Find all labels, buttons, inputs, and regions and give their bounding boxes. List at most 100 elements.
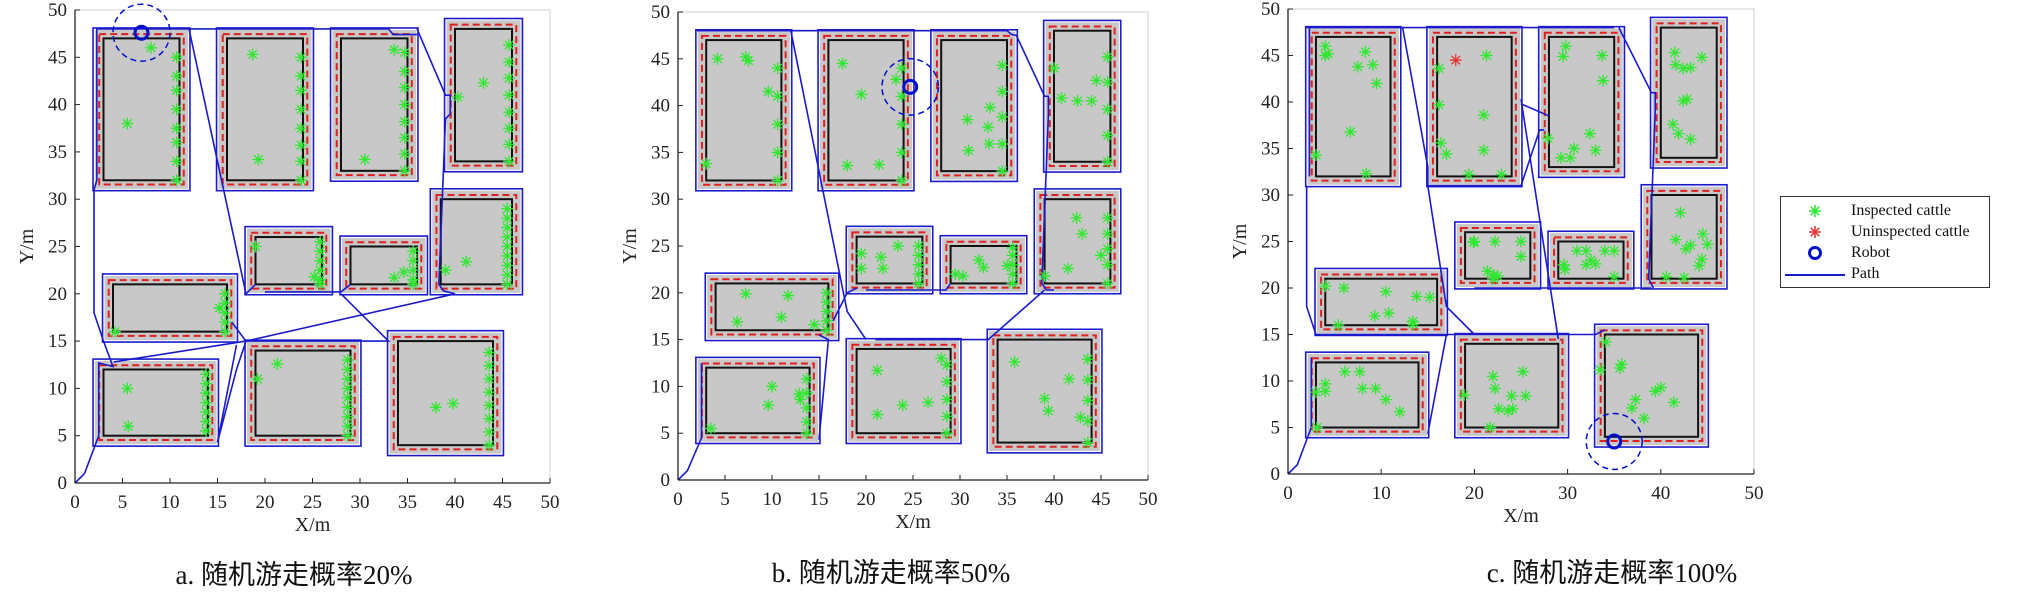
path-segment (832, 287, 857, 322)
inspected-cattle-marker (1042, 404, 1055, 417)
inspected-cattle-marker (1666, 118, 1679, 131)
pen-boundary-dashed (107, 279, 233, 337)
inspected-cattle-marker (1519, 389, 1532, 402)
pen-boundary-dashed (1431, 31, 1517, 182)
x-tick-label: 45 (1092, 489, 1111, 510)
inspected-cattle-marker (1048, 62, 1060, 75)
inspected-cattle-marker (1680, 93, 1693, 106)
inspected-cattle-marker (1309, 386, 1322, 399)
inspected-cattle-marker (949, 268, 962, 281)
inspected-cattle-marker (483, 412, 496, 425)
pen-area (1307, 354, 1427, 436)
inspected-cattle-marker (1359, 45, 1372, 58)
inspected-cattle-marker (341, 372, 354, 385)
x-tick-label: 30 (1558, 483, 1577, 504)
inspected-cattle-marker (170, 103, 183, 116)
inspected-cattle-marker (873, 158, 886, 171)
legend-item-path: Path (1781, 264, 1989, 284)
inspected-cattle-marker (503, 56, 516, 69)
pen-boundary-dashed (851, 231, 928, 289)
inspected-cattle-marker (940, 427, 953, 440)
inspected-cattle-marker (820, 324, 833, 337)
legend-label: Uninspected cattle (1851, 223, 1970, 240)
inspected-cattle-marker (1495, 168, 1508, 181)
inspected-cattle-marker (1505, 389, 1518, 402)
path-segment (790, 30, 867, 341)
inspected-cattle-marker (483, 372, 496, 385)
x-tick-label: 35 (398, 492, 417, 513)
inspected-cattle-marker (1596, 49, 1609, 62)
pen-wall (996, 338, 1093, 444)
inspected-cattle-marker (503, 138, 516, 151)
pen-perimeter-path (215, 27, 315, 192)
pen (92, 358, 220, 447)
pen-boundary-dashed (1459, 227, 1536, 284)
inspected-cattle-marker (341, 429, 354, 442)
pen-wall (705, 39, 783, 182)
pens (695, 19, 1122, 454)
y-tick-label: 50 (48, 0, 67, 21)
pen-perimeter-path (92, 27, 191, 192)
pen (1304, 25, 1402, 188)
inspected-cattle-marker (1055, 92, 1068, 105)
inspected-cattle-marker (483, 399, 496, 412)
pen (1426, 25, 1523, 188)
pen-area (1456, 335, 1567, 436)
inspected-cattle-marker (1332, 319, 1345, 332)
y-tick-label: 40 (651, 96, 670, 117)
inspected-cattle-marker (855, 262, 868, 275)
inspected-cattle-marker (1310, 421, 1323, 434)
path-segment (1618, 27, 1657, 289)
inspected-cattle-marker (1583, 127, 1596, 140)
path-segment (246, 293, 391, 342)
pen-area (1652, 19, 1726, 167)
inspected-cattle-marker (213, 301, 226, 314)
pen-perimeter-path (1547, 230, 1635, 290)
y-tick-label: 5 (1271, 418, 1281, 439)
pen-boundary-dashed (1320, 273, 1443, 331)
path-segment (866, 282, 952, 291)
pen-perimeter-path (101, 273, 239, 343)
caption-b: b. 随机游走概率50% (771, 558, 1011, 588)
robot-sensing-range (1585, 412, 1643, 471)
x-tick-label: 0 (1283, 483, 1293, 504)
pen-area (697, 359, 819, 442)
inspected-cattle-marker (1488, 382, 1501, 395)
legend-item-robot: Robot (1781, 243, 1989, 263)
inspected-cattle-marker (781, 289, 794, 302)
inspected-cattle-marker (1580, 244, 1593, 257)
pen-area (389, 332, 502, 454)
inspected-cattle-marker (1356, 382, 1369, 395)
red-asterisk-icon (1809, 226, 1821, 238)
inspected-cattle-marker (503, 106, 516, 119)
path-segment (875, 289, 1046, 341)
pen-perimeter-path (695, 356, 821, 445)
pen-area (1596, 326, 1707, 446)
inspected-cattle-marker (251, 372, 264, 385)
pen (1033, 188, 1122, 295)
x-tick-label: 10 (161, 492, 180, 513)
inspected-cattle-marker (1542, 132, 1555, 145)
inspected-cattle-marker (800, 372, 813, 385)
pen-perimeter-path (817, 28, 915, 192)
pen-area (707, 275, 837, 339)
inspected-cattle-marker (483, 346, 496, 359)
inspected-cattle-marker (1382, 307, 1395, 320)
inspected-cattle-marker (501, 249, 514, 262)
inspected-cattle-marker (771, 146, 784, 159)
inspected-cattle-marker (170, 70, 183, 83)
pen-wall (714, 282, 830, 332)
inspected-cattle-marker (341, 420, 354, 433)
inspected-cattle-marker (982, 121, 995, 134)
inspected-cattle-marker (398, 81, 411, 94)
inspected-cattle-marker (1101, 211, 1114, 224)
inspected-cattle-marker (1654, 381, 1667, 394)
inspected-cattle-marker (996, 137, 1009, 150)
pen-area (697, 31, 790, 189)
path-segment (216, 344, 238, 443)
inspected-cattle-marker (875, 251, 888, 264)
inspected-cattle-marker (1081, 353, 1094, 366)
inspected-cattle-marker (739, 287, 752, 300)
inspected-cattle-marker (483, 425, 496, 438)
